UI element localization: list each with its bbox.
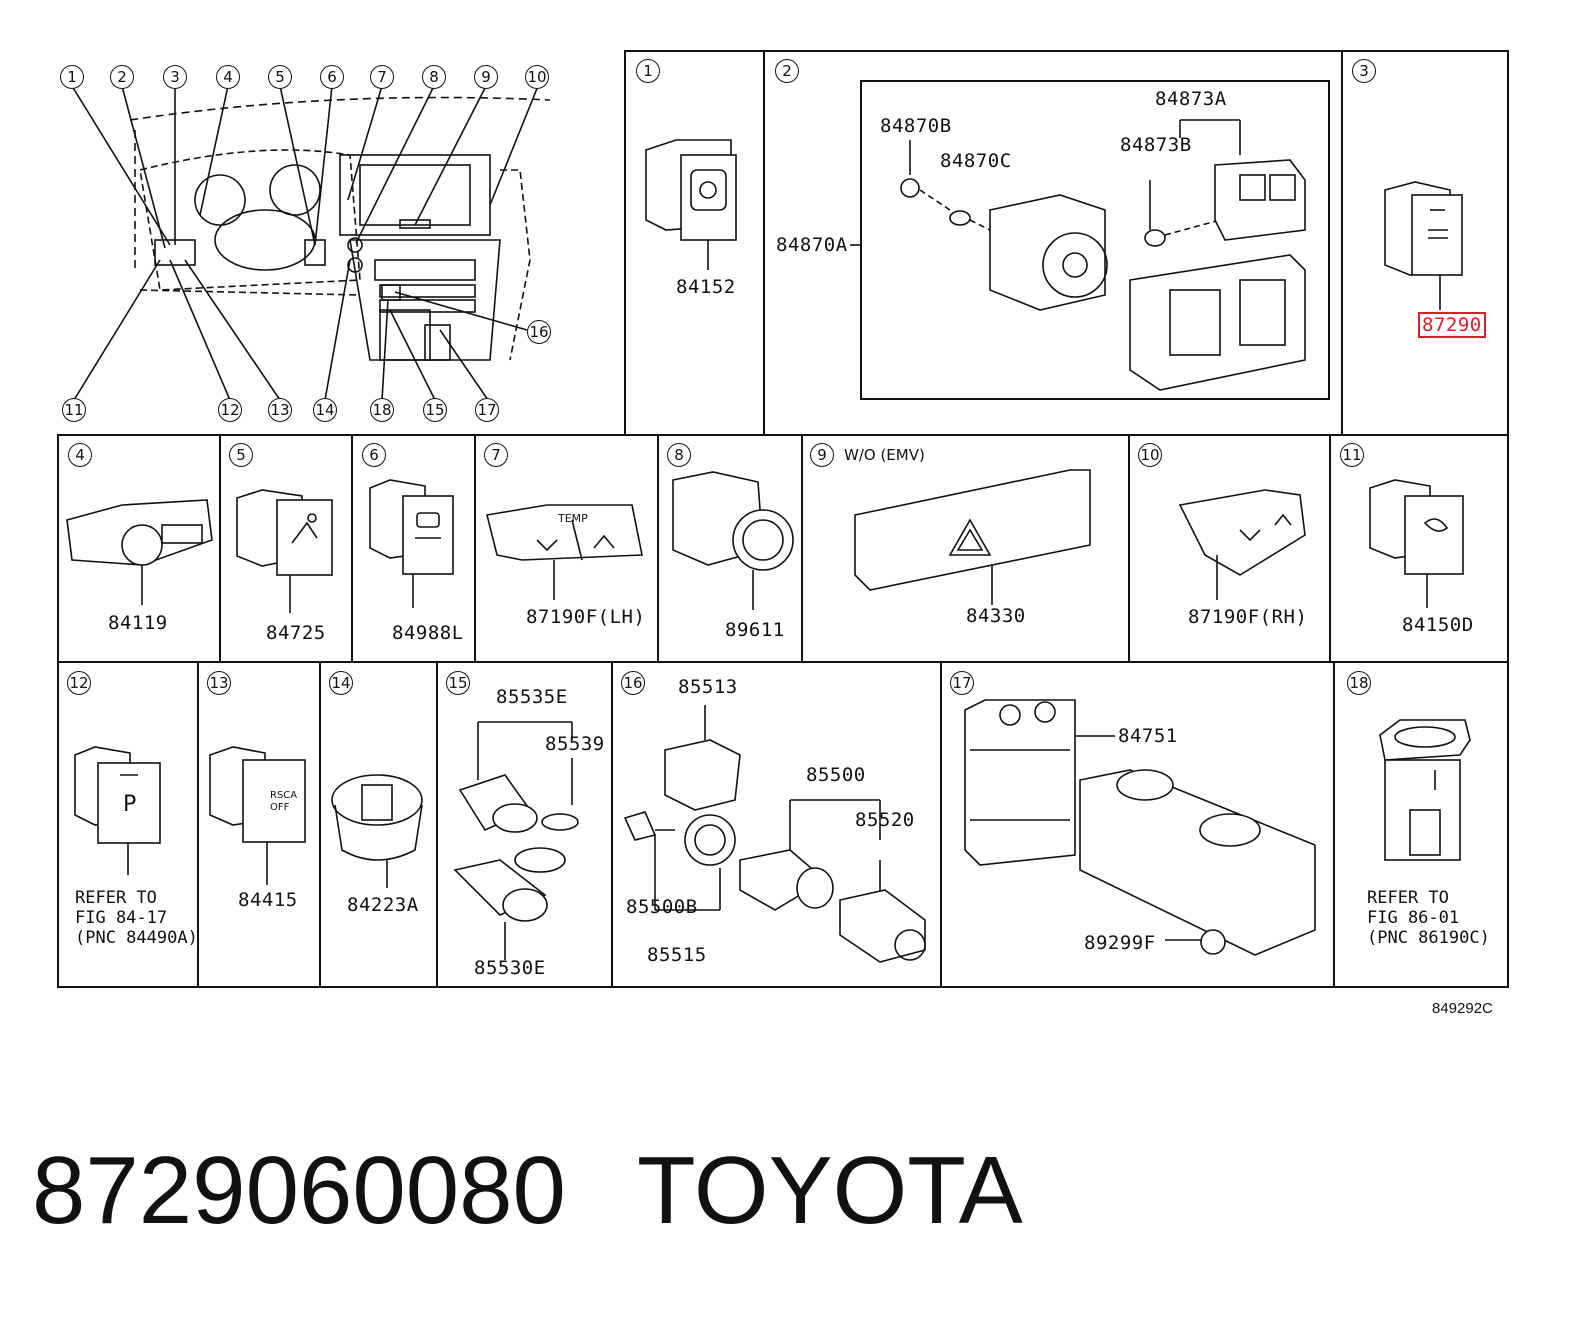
part-85513: 85513 [678,676,738,698]
traction-off-icon [369,479,454,608]
overview-callout-8: 8 [422,65,446,89]
panel-10-number: 10 [1138,443,1162,467]
panel-7-number: 7 [484,443,508,467]
panel-6-number: 6 [362,443,386,467]
part-84870A: 84870A [776,234,848,256]
panel-3-number: 3 [1352,59,1376,83]
panel-16-lighter-illustration [623,705,926,963]
panel-18-switch-illustration [1379,719,1471,861]
part-85539: 85539 [545,733,605,755]
panel-12-number: 12 [67,671,91,695]
part-84152: 84152 [676,276,736,298]
part-84751: 84751 [1118,725,1178,747]
part-85500B: 85500B [626,896,698,918]
part-84873A: 84873A [1155,88,1227,110]
panel-12-reference-note: REFER TO FIG 84-17 (PNC 84490A) [75,888,198,948]
panel-7-temp-switch-illustration [486,504,643,600]
panel-5-number: 5 [229,443,253,467]
panel-15-number: 15 [446,671,470,695]
panel-4-number: 4 [68,443,92,467]
part-85515: 85515 [647,944,707,966]
footer-brand: TOYOTA [637,1137,1023,1244]
overview-callout-6: 6 [320,65,344,89]
panel-18-reference-note: REFER TO FIG 86-01 (PNC 86190C) [1367,888,1490,948]
panel-8-start-button-illustration [672,471,794,610]
panel-1-switch-illustration [645,139,737,270]
part-87190F-RH: 87190F(RH) [1188,606,1308,628]
panel-13-number: 13 [207,671,231,695]
overview-callout-7: 7 [370,65,394,89]
part-84988L: 84988L [392,622,464,644]
panel-1-number: 1 [636,59,660,83]
panel-17-number: 17 [950,671,974,695]
overview-callout-16: 16 [527,320,551,344]
overview-callout-18: 18 [370,398,394,422]
panel-2-mirror-switch-illustration [850,119,1306,391]
part-89299F: 89299F [1084,932,1156,954]
panel-18 [1333,661,1509,988]
overview-callout-9: 9 [474,65,498,89]
overview-callout-5: 5 [268,65,292,89]
panel-7-temp-text: TEMP [558,512,588,525]
panel-2-number: 2 [775,59,799,83]
overview-callout-10: 10 [525,65,549,89]
panel-2-inner-frame [860,80,1330,400]
part-84330: 84330 [966,605,1026,627]
part-85535E: 85535E [496,686,568,708]
panel-11-number: 11 [1340,443,1364,467]
part-84870B: 84870B [880,115,952,137]
part-84150D: 84150D [1402,614,1474,636]
part-85530E: 85530E [474,957,546,979]
overview-callout-14: 14 [313,398,337,422]
part-84870C: 84870C [940,150,1012,172]
panel-18-number: 18 [1347,671,1371,695]
part-87290-highlighted: 87290 [1418,312,1486,338]
panel-12-p-text: P [123,792,137,817]
drawing-code: 849292C [1432,1000,1493,1017]
overview-callout-1: 1 [60,65,84,89]
panel-4-switch-illustration [66,499,213,605]
panel-3-switch-illustration [1384,181,1463,310]
headlight-icon [1369,479,1464,608]
panel-17-control-panel-illustration [964,699,1316,956]
part-87190F-LH: 87190F(LH) [526,606,646,628]
part-84119: 84119 [108,612,168,634]
part-84415: 84415 [238,889,298,911]
4wd-icon [236,489,333,613]
panel-13-rsca-text: RSCA OFF [270,790,298,813]
overview-callout-4: 4 [216,65,240,89]
part-85500: 85500 [806,764,866,786]
part-84223A: 84223A [347,894,419,916]
parking-assist-icon [74,746,161,875]
overview-callout-3: 3 [163,65,187,89]
overview-callout-2: 2 [110,65,134,89]
overview-callout-11: 11 [62,398,86,422]
overview-callout-12: 12 [218,398,242,422]
panel-14-number: 14 [329,671,353,695]
overview-callout-15: 15 [423,398,447,422]
overview-callout-17: 17 [475,398,499,422]
part-84725: 84725 [266,622,326,644]
panel-9-number: 9 [810,443,834,467]
panel-9-condition: W/O (EMV) [844,446,925,464]
dashboard-overview-illustration [71,85,551,401]
part-85520: 85520 [855,809,915,831]
panel-8-number: 8 [667,443,691,467]
overview-callout-13: 13 [268,398,292,422]
part-84873B: 84873B [1120,134,1192,156]
part-89611: 89611 [725,619,785,641]
rsca-off-icon [209,746,306,885]
hazard-triangle-icon [854,469,1091,605]
footer-part-number: 8729060080 [32,1137,566,1244]
panel-14-knob-illustration [331,774,423,888]
panel-10-temp-switch-illustration [1178,489,1306,600]
panel-15-socket-illustration [453,721,579,960]
panel-16-number: 16 [621,671,645,695]
